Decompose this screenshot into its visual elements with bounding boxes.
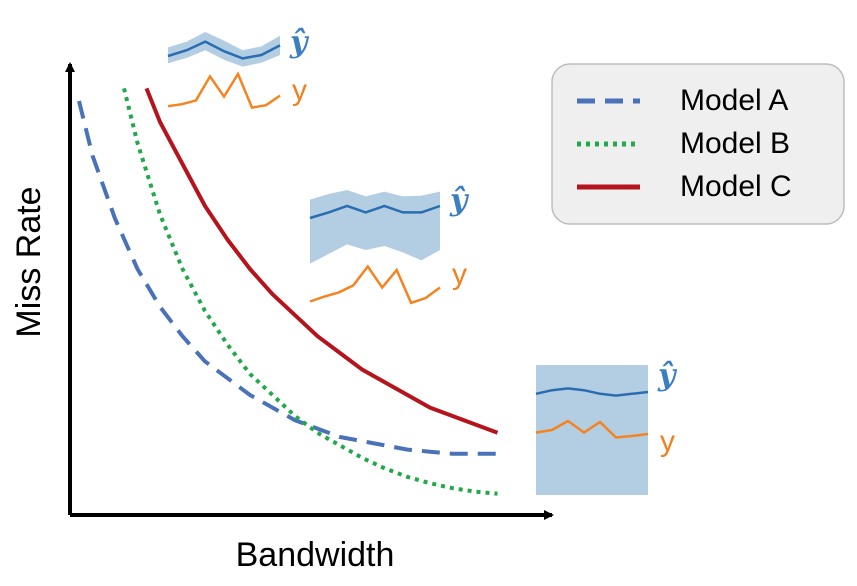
inset-bottom-right: ŷy	[535, 358, 678, 495]
inset-label-y: y	[660, 425, 675, 458]
legend-label-model-c: Model C	[680, 170, 792, 203]
inset-middle: ŷy	[309, 183, 470, 305]
inset-label-yhat: ŷ	[657, 358, 678, 393]
legend-label-model-b: Model B	[680, 127, 790, 160]
legend-label-model-a: Model A	[680, 84, 788, 117]
legend-box	[551, 63, 845, 225]
inset-prediction-line	[309, 204, 441, 220]
inset-uncertainty-band	[310, 190, 440, 264]
inset-actual-line	[167, 71, 281, 110]
legend: Model A Model B Model C	[551, 63, 845, 225]
inset-label-yhat: ŷ	[289, 25, 310, 60]
series-line-model-a	[77, 100, 498, 456]
inset-uncertainty-band	[536, 365, 648, 495]
inset-actual-line	[309, 264, 441, 305]
inset-label-yhat: ŷ	[449, 183, 470, 218]
x-axis-label: Bandwidth	[236, 536, 395, 574]
inset-prediction-line	[535, 387, 649, 397]
series-line-model-c	[144, 87, 499, 435]
inset-top-left: ŷy	[167, 25, 310, 110]
y-axis-label: Miss Rate	[10, 186, 48, 337]
inset-actual-line	[535, 419, 649, 439]
series-line-model-b	[122, 87, 498, 496]
inset-prediction-line	[167, 40, 281, 60]
series-layer	[77, 87, 499, 496]
inset-label-y: y	[452, 258, 467, 291]
inset-uncertainty-band	[168, 32, 280, 67]
inset-label-y: y	[292, 74, 307, 107]
